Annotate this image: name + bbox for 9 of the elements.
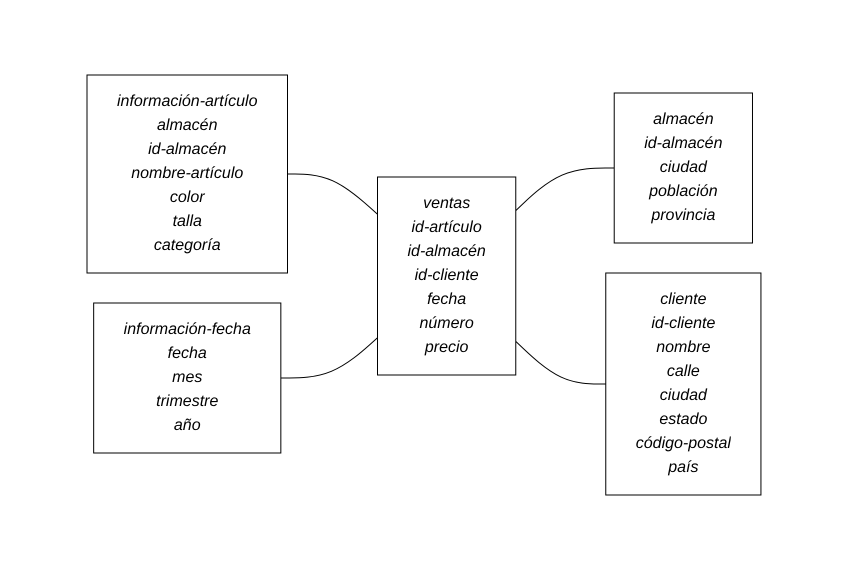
node-box: cliente id-cliente nombre calle ciudad estado código-postal país (605, 272, 762, 496)
node-box: ventas id-artículo id-almacén id-cliente fecha número precio (377, 176, 516, 376)
connector (280, 337, 378, 378)
node-box: información-fecha fecha mes trimestre año (93, 302, 282, 454)
connector (287, 174, 378, 215)
node-box: almacén id-almacén ciudad población provincia (614, 92, 754, 244)
connector (515, 168, 615, 212)
connector (515, 340, 606, 384)
node-box: información-artículo almacén id-almacén nombre-artículo color talla categoría (86, 74, 288, 274)
